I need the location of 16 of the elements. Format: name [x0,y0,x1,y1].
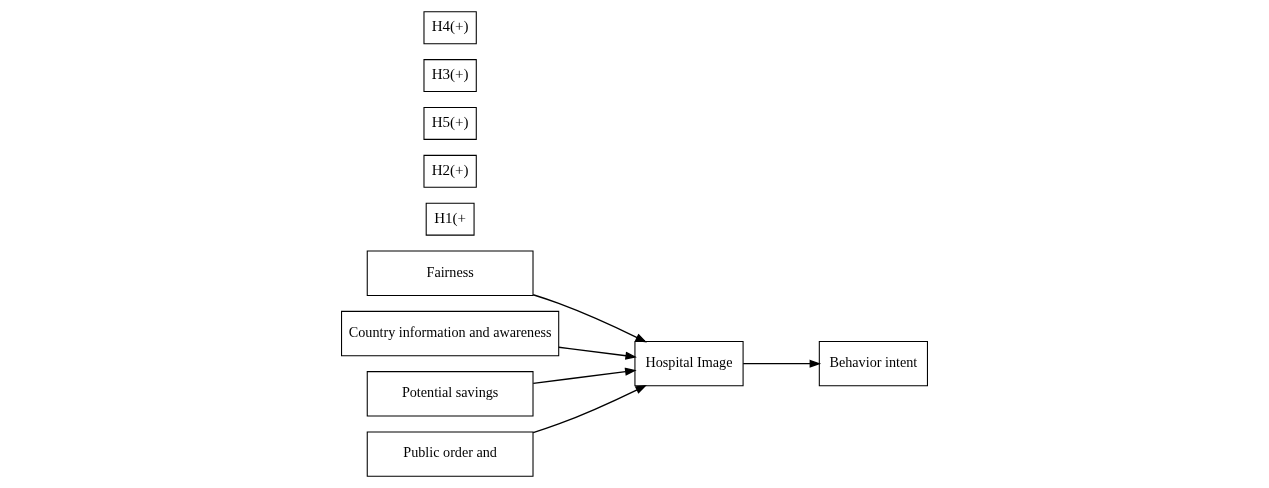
node-box: Behavior intent [818,340,928,387]
arrow [742,359,822,368]
node-box: H4(+) [423,11,477,45]
arrow [532,367,637,384]
node-box: Fairness [366,250,534,296]
node-box: Potential savings [366,371,534,417]
node-box: Country information and awareness [341,310,560,357]
node-box: H5(+) [423,106,477,140]
node-box: H3(+) [423,59,477,93]
arrow [532,384,647,434]
node-box: Public order and [366,431,534,477]
arrow [558,346,637,360]
node-box: H1(+ [425,202,475,236]
node-box: Hospital Image [634,340,744,387]
node-box: H2(+) [423,154,477,188]
arrow [532,294,647,343]
